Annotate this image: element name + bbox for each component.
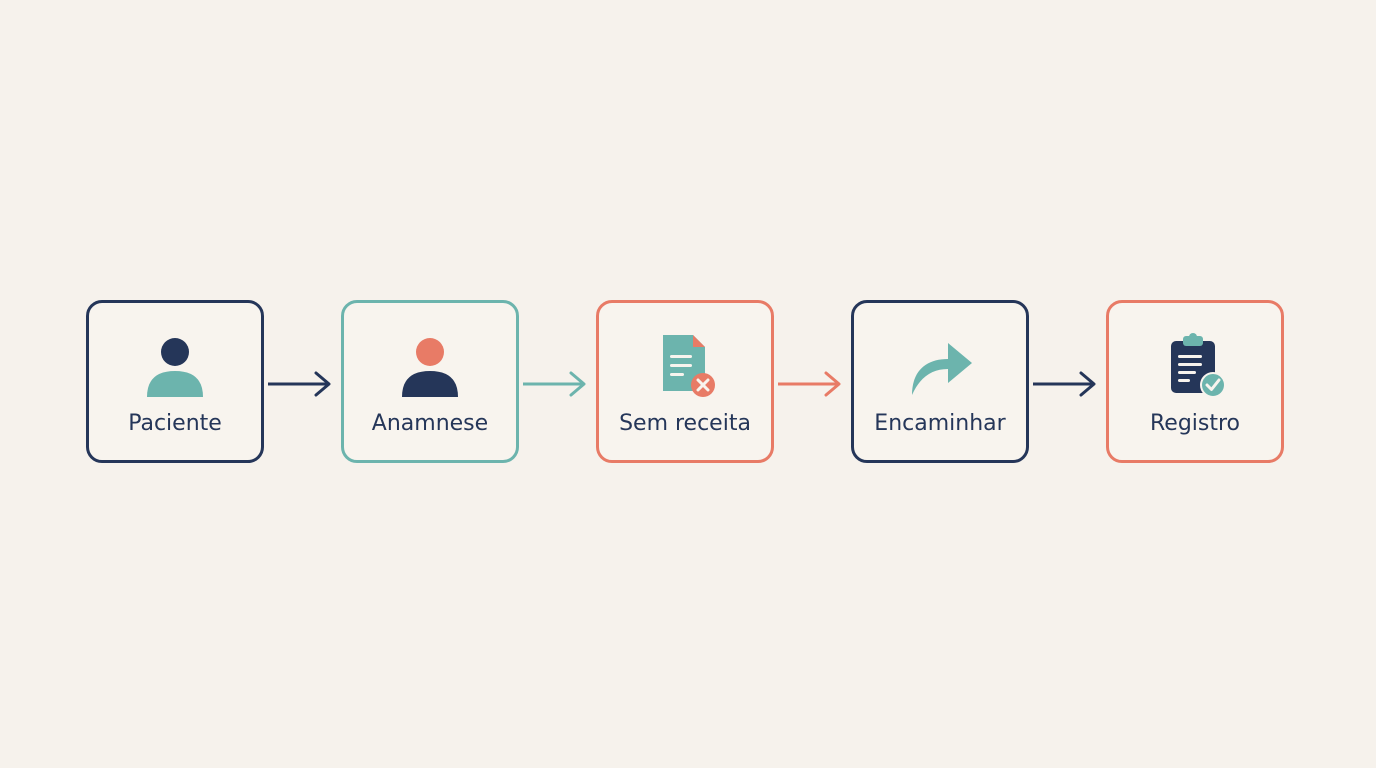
user-icon [398, 333, 462, 397]
step-paciente: Paciente [86, 300, 264, 463]
step-encaminhar: Encaminhar [851, 300, 1029, 463]
clipboard-check-icon [1163, 333, 1227, 397]
step-registro: Registro [1106, 300, 1284, 463]
connector-arrow [778, 370, 842, 398]
connector-arrow [1033, 370, 1097, 398]
step-label: Registro [1149, 411, 1241, 436]
step-label: Encaminhar [874, 411, 1006, 436]
step-sem-receita: Sem receita [596, 300, 774, 463]
forward-arrow-icon [908, 333, 972, 397]
step-label: Anamnese [371, 411, 489, 436]
connector-arrow [268, 370, 332, 398]
user-icon [143, 333, 207, 397]
step-label: Paciente [128, 411, 222, 436]
step-label: Sem receita [619, 411, 751, 436]
connector-arrow [523, 370, 587, 398]
step-anamnese: Anamnese [341, 300, 519, 463]
document-x-icon [653, 333, 717, 397]
